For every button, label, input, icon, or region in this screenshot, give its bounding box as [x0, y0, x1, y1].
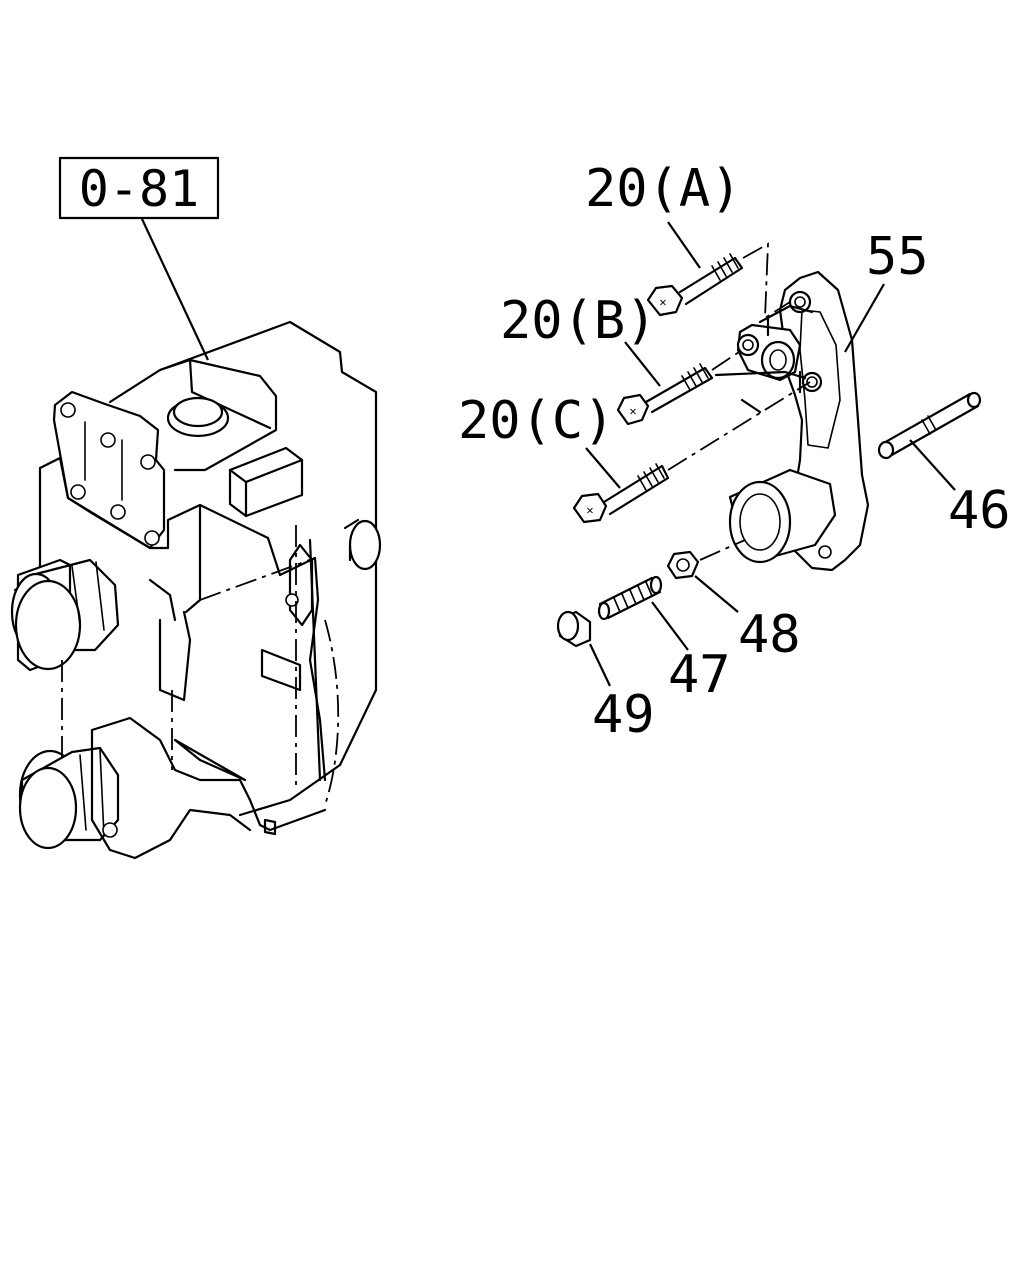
callout-20c: 20(C)	[458, 391, 615, 451]
callout-46: 46	[948, 481, 1011, 541]
pin-46[interactable]	[877, 391, 982, 460]
bolt-20c-centerline	[667, 381, 811, 471]
nut-48[interactable]	[666, 550, 700, 580]
callout-47: 47	[668, 645, 731, 705]
cap-49[interactable]	[556, 610, 592, 648]
reference-leader-line	[141, 218, 209, 361]
bolt-20b-centerline	[711, 347, 746, 371]
callout-20a: 20(A)	[585, 159, 742, 219]
injection-pump-assembly	[10, 320, 382, 860]
bolt-20b[interactable]: ✕	[616, 363, 714, 426]
nut-48-centerline	[699, 539, 746, 561]
bolt-20a-centerline	[742, 242, 791, 320]
svg-text:✕: ✕	[629, 404, 636, 418]
svg-text:✕: ✕	[586, 503, 593, 517]
callout-49: 49	[592, 685, 655, 745]
callout-55: 55	[866, 227, 929, 287]
callout-48: 48	[738, 605, 801, 665]
bolt-20a[interactable]: ✕	[646, 253, 744, 317]
callout-20b: 20(B)	[500, 291, 657, 351]
reference-box[interactable]: 0-81	[58, 156, 220, 220]
stud-47[interactable]	[597, 575, 663, 621]
reference-label: 0-81	[79, 160, 199, 218]
svg-text:✕: ✕	[659, 295, 666, 309]
bolt-20c[interactable]: ✕	[572, 463, 670, 524]
leader-lines	[585, 221, 956, 687]
bracket-55[interactable]	[714, 270, 870, 572]
